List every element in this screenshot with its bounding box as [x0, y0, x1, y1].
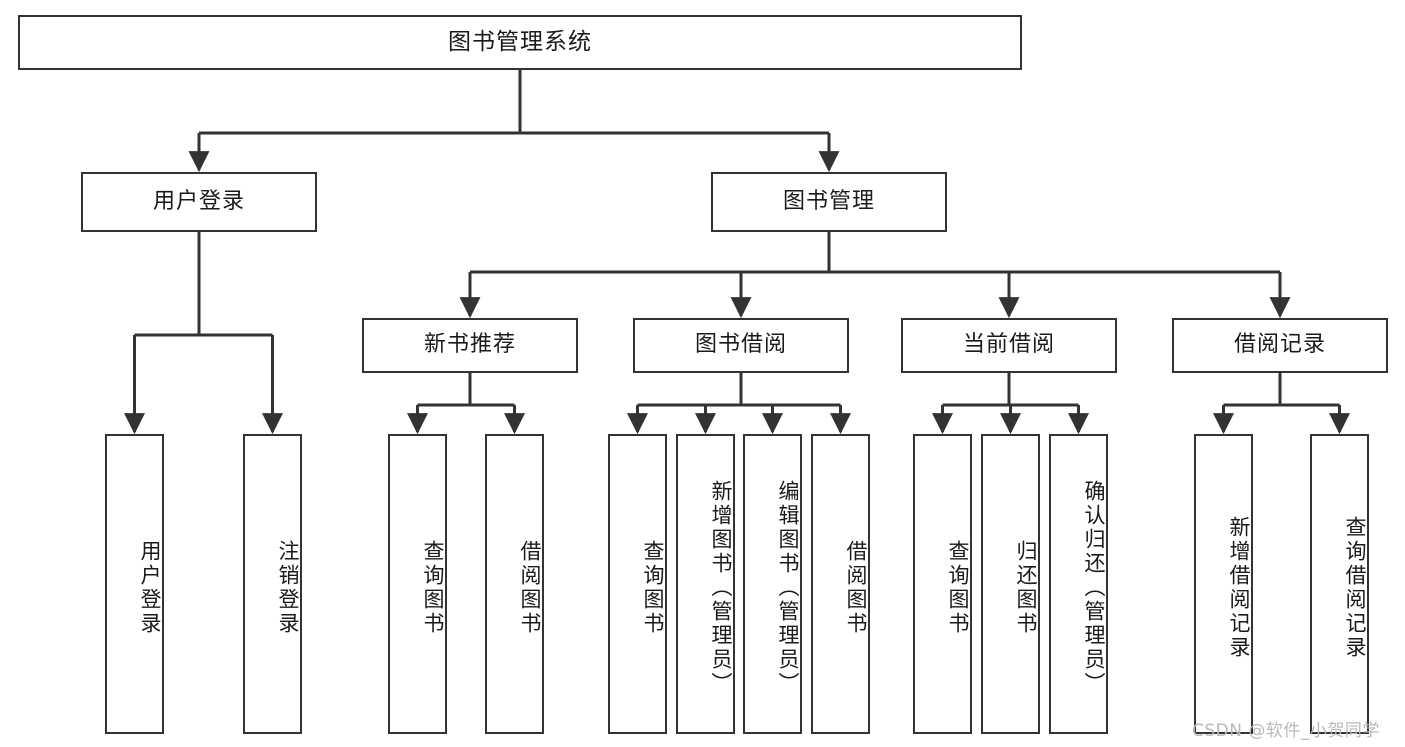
node-book-manage[interactable]: 图书管理 — [711, 172, 947, 232]
node-user-login[interactable]: 用户登录 — [81, 172, 317, 232]
node-leaf-query-book-3[interactable]: 查询图书 — [913, 434, 972, 734]
node-leaf-add-record[interactable]: 新增借阅记录 — [1194, 434, 1253, 734]
node-book-borrow[interactable]: 图书借阅 — [633, 318, 849, 373]
node-borrow-record-label: 借阅记录 — [1233, 332, 1326, 358]
node-leaf-confirm-return-label: 确认归还（管理员） — [1082, 480, 1106, 696]
node-leaf-query-book-2[interactable]: 查询图书 — [608, 434, 667, 734]
node-leaf-query-book-1[interactable]: 查询图书 — [388, 434, 447, 734]
node-borrow-record[interactable]: 借阅记录 — [1172, 318, 1388, 373]
node-leaf-query-book-1-label: 查询图书 — [421, 540, 445, 636]
node-leaf-add-book-label: 新增图书（管理员） — [709, 480, 733, 696]
csdn-watermark: CSDN @软件_小贺同学 — [1192, 721, 1380, 741]
node-leaf-borrow-book-2-label: 借阅图书 — [844, 540, 868, 636]
node-leaf-edit-book-label: 编辑图书（管理员） — [776, 480, 800, 696]
node-leaf-add-record-label: 新增借阅记录 — [1227, 516, 1251, 660]
node-leaf-return-book-label: 归还图书 — [1014, 540, 1038, 636]
node-book-manage-label: 图书管理 — [782, 188, 875, 214]
node-leaf-user-login-label: 用户登录 — [138, 540, 162, 636]
node-leaf-edit-book[interactable]: 编辑图书（管理员） — [743, 434, 802, 734]
node-root-label: 图书管理系统 — [448, 28, 592, 55]
node-leaf-query-record[interactable]: 查询借阅记录 — [1310, 434, 1369, 734]
node-leaf-return-book[interactable]: 归还图书 — [981, 434, 1040, 734]
node-new-book-rec[interactable]: 新书推荐 — [362, 318, 578, 373]
node-leaf-borrow-book-2[interactable]: 借阅图书 — [811, 434, 870, 734]
node-current-borrow[interactable]: 当前借阅 — [901, 318, 1117, 373]
node-leaf-user-login[interactable]: 用户登录 — [105, 434, 164, 734]
node-leaf-query-book-2-label: 查询图书 — [641, 540, 665, 636]
node-leaf-confirm-return[interactable]: 确认归还（管理员） — [1049, 434, 1108, 734]
node-leaf-query-book-3-label: 查询图书 — [946, 540, 970, 636]
node-leaf-add-book[interactable]: 新增图书（管理员） — [676, 434, 735, 734]
node-leaf-borrow-book-1-label: 借阅图书 — [518, 540, 542, 636]
node-current-borrow-label: 当前借阅 — [962, 332, 1055, 358]
node-book-borrow-label: 图书借阅 — [694, 332, 787, 358]
node-new-book-rec-label: 新书推荐 — [423, 332, 516, 358]
node-root[interactable]: 图书管理系统 — [18, 15, 1022, 70]
node-leaf-query-record-label: 查询借阅记录 — [1343, 516, 1367, 660]
node-leaf-borrow-book-1[interactable]: 借阅图书 — [485, 434, 544, 734]
node-user-login-label: 用户登录 — [152, 188, 245, 214]
node-leaf-logout-login-label: 注销登录 — [276, 540, 300, 636]
node-leaf-logout-login[interactable]: 注销登录 — [243, 434, 302, 734]
